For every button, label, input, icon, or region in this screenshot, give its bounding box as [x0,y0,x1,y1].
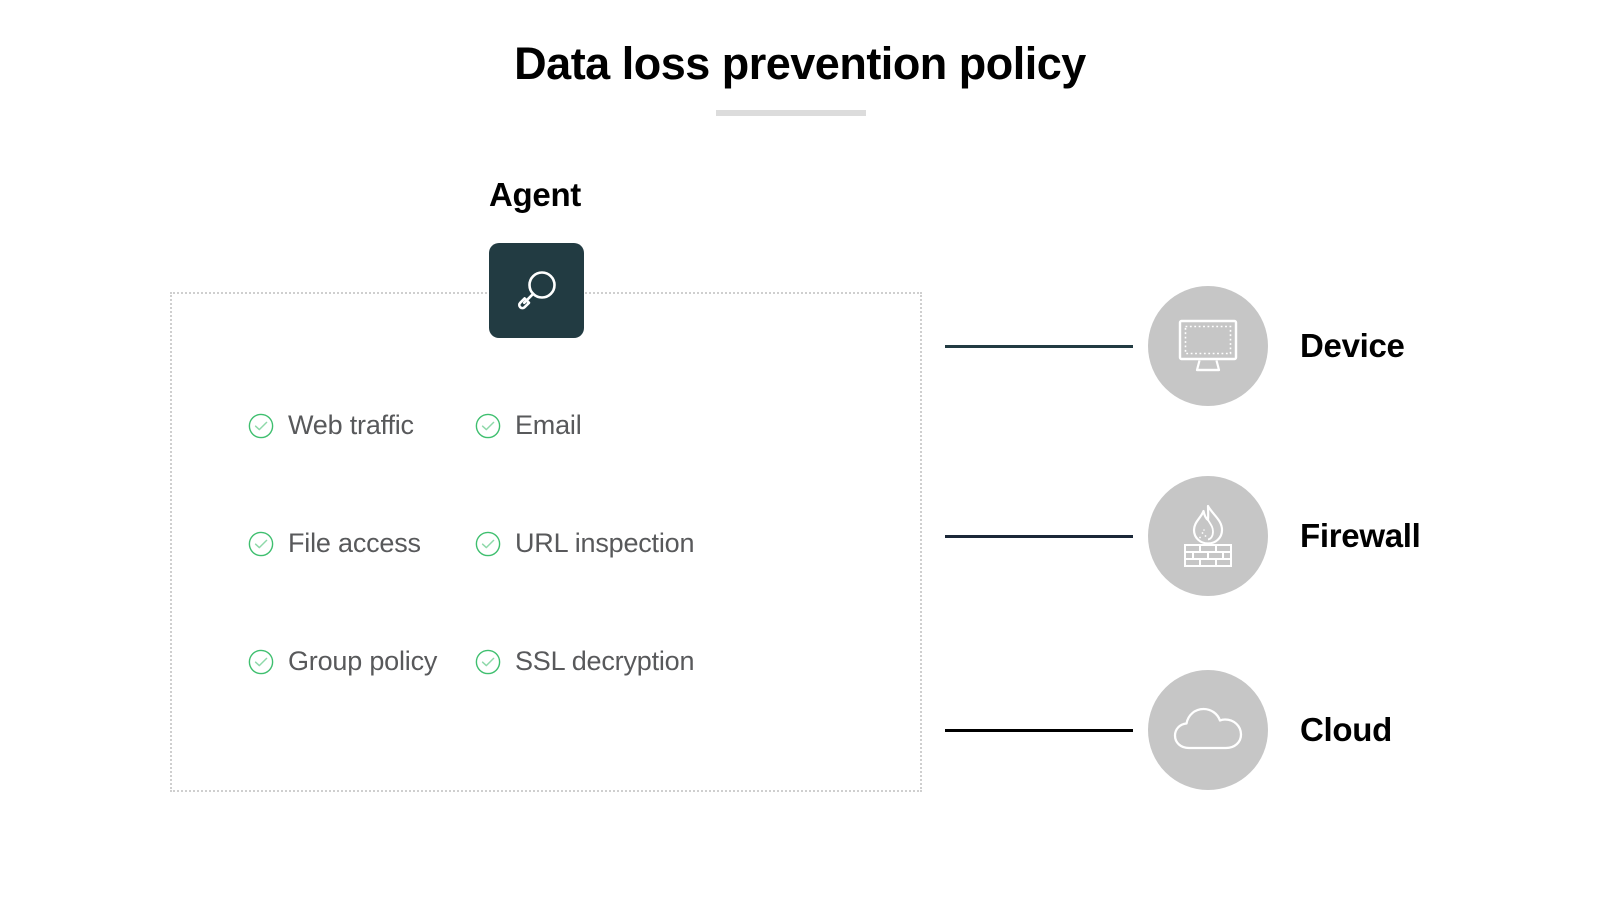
node-device[interactable]: Device [945,286,1405,406]
connector-line-firewall [945,534,1133,538]
agent-heading: Agent [489,176,581,213]
capability-item-web-traffic[interactable]: Web traffic [170,410,475,441]
check-circle-icon [248,531,274,557]
capability-item-url-inspection[interactable]: URL inspection [475,528,835,559]
node-label: Cloud [1300,711,1392,748]
connector-line-device [945,344,1133,348]
title-underline-rule [716,110,866,116]
capability-label: Group policy [288,646,438,676]
capability-item-email[interactable]: Email [475,410,835,441]
node-icon-circle [1148,286,1268,406]
check-circle-icon [248,649,274,675]
magnifying-glass-icon [511,265,563,317]
node-icon-circle [1148,476,1268,596]
node-label: Firewall [1300,517,1421,554]
agent-capability-list: Web traffic Email [170,292,922,792]
agent-tile[interactable] [489,243,584,338]
capability-label: URL inspection [515,528,695,558]
capability-row: Group policy SSL decryption [170,646,922,764]
capability-item-file-access[interactable]: File access [170,528,475,559]
capability-label: Web traffic [288,410,414,440]
node-firewall[interactable]: Firewall [945,476,1421,596]
monitor-icon [1175,315,1241,377]
cloud-icon [1171,703,1245,757]
node-cloud[interactable]: Cloud [945,670,1392,790]
capability-row: File access URL inspection [170,528,922,646]
check-circle-icon [475,531,501,557]
capability-label: Email [515,410,582,440]
firewall-icon [1177,502,1239,570]
check-circle-icon [475,649,501,675]
node-icon-circle [1148,670,1268,790]
capability-label: File access [288,528,421,558]
connector-line-cloud [945,728,1133,732]
capability-item-ssl-decryption[interactable]: SSL decryption [475,646,835,677]
check-circle-icon [248,413,274,439]
check-circle-icon [475,413,501,439]
capability-label: SSL decryption [515,646,695,676]
capability-item-group-policy[interactable]: Group policy [170,646,475,677]
page-title: Data loss prevention policy [514,38,1086,89]
node-label: Device [1300,327,1405,364]
capability-row: Web traffic Email [170,410,922,528]
